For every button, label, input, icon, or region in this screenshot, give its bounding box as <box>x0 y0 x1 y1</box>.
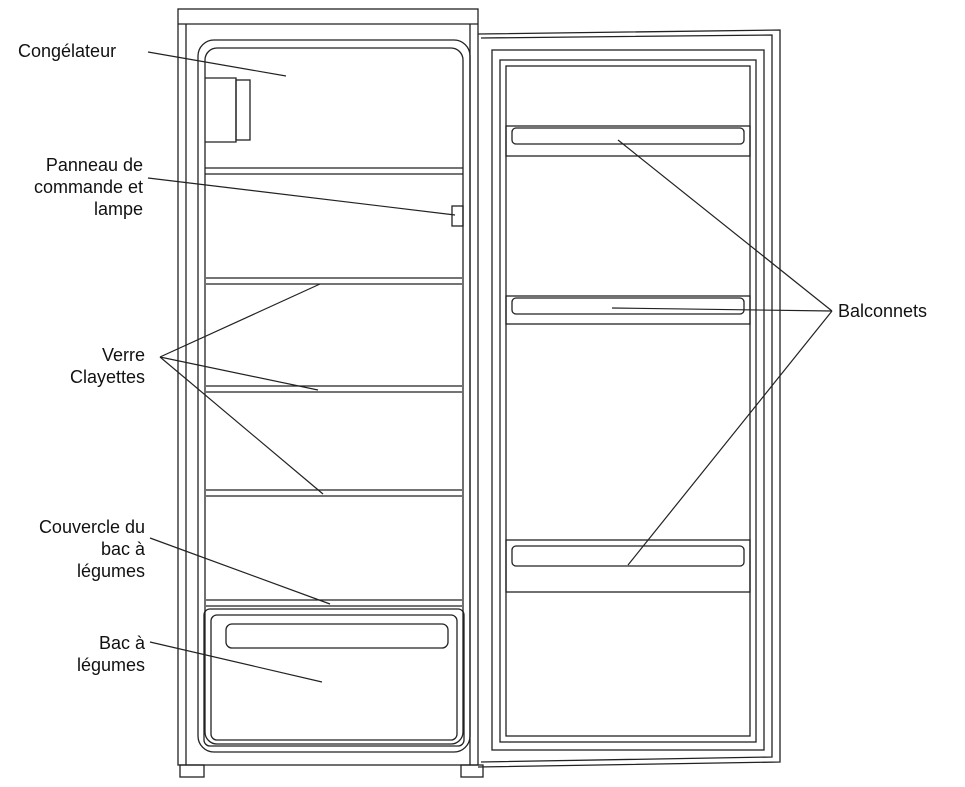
balcony-1-rail <box>511 127 745 145</box>
freezer-latch-outer <box>205 77 237 143</box>
cabinet-foot-left <box>179 764 205 778</box>
cabinet-liner-inner <box>204 47 464 745</box>
door-edge <box>480 34 773 763</box>
leader-lines <box>147 51 833 683</box>
crisper-area <box>203 599 465 747</box>
cabinet-foot-right <box>460 764 484 778</box>
door-gasket-middle <box>499 59 757 743</box>
label-door-balconies: Balconnets <box>838 301 928 321</box>
label-control-panel: Panneau de commande et lampe <box>33 155 143 219</box>
label-glass-shelves: Verre Clayettes <box>69 345 145 387</box>
glass-shelves <box>206 277 462 497</box>
door-balconies <box>505 125 751 593</box>
leader-balcony-2 <box>611 307 833 312</box>
label-crisper-cover: Couvercle du bac à légumes <box>38 517 145 581</box>
freezer-latch <box>235 79 251 141</box>
leader-shelf-1 <box>159 283 321 358</box>
crisper-handle <box>225 623 449 649</box>
balcony-2-frame <box>505 295 751 325</box>
cabinet-liner-outer <box>197 39 471 753</box>
leader-freezer <box>147 51 287 77</box>
freezer-compartment <box>205 77 463 175</box>
leader-balcony-1 <box>617 139 833 312</box>
leader-shelf-3 <box>159 356 324 495</box>
door-outer <box>477 29 781 768</box>
control-panel-box <box>451 205 464 227</box>
leader-crisper <box>149 641 323 683</box>
cabinet-outer <box>177 8 479 766</box>
leader-crisper-cover <box>149 537 331 605</box>
door-gasket-outer <box>491 49 765 751</box>
cabinet <box>177 8 484 778</box>
crisper-drawer-outer <box>203 608 465 747</box>
leader-balcony-3 <box>627 310 833 566</box>
crisper-drawer-inner <box>210 614 458 741</box>
balcony-3-rail <box>511 545 745 567</box>
leader-control-panel <box>147 177 456 216</box>
balcony-2-rail <box>511 297 745 315</box>
leader-shelf-2 <box>159 356 319 391</box>
door <box>477 29 781 768</box>
door-gasket-inner <box>505 65 751 737</box>
label-freezer: Congélateur <box>18 41 117 61</box>
label-crisper: Bac à légumes <box>76 633 145 675</box>
balcony-3-frame <box>505 539 751 593</box>
balcony-1-frame <box>505 125 751 157</box>
